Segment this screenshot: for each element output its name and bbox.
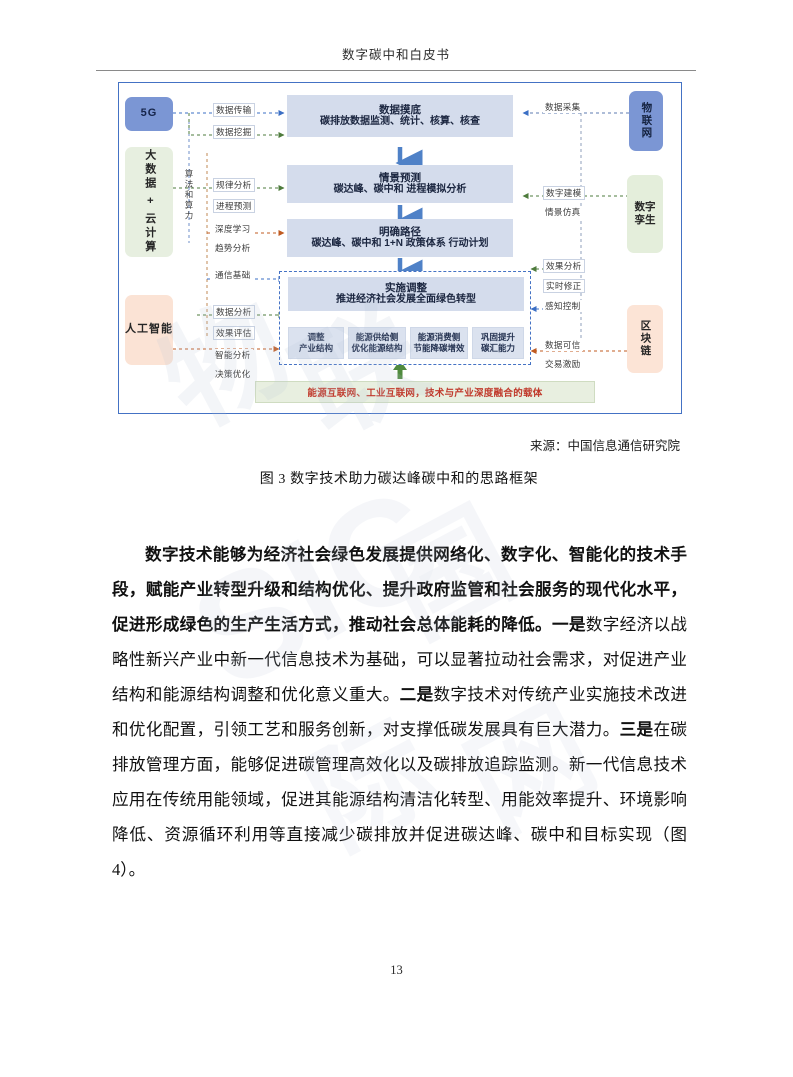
stage-clear-path[interactable]: 明确路径 碳达峰、碳中和 1+N 政策体系 行动计划	[287, 219, 513, 257]
implementation-container: 实施调整 推进经济社会发展全面绿色转型 调整 产业结构 能源供给侧 优化能源结构…	[279, 271, 531, 365]
header-divider	[96, 70, 696, 71]
stage-clear-path-title: 明确路径	[379, 225, 421, 238]
figure-source: 来源：中国信息通信研究院	[529, 439, 680, 453]
stage-scenario-forecast[interactable]: 情景预测 碳达峰、碳中和 进程模拟分析	[287, 165, 513, 203]
pillar-5g[interactable]: 5G	[125, 97, 173, 131]
paragraph-segment: 数字经济以战略性新兴产业中新一代信息技术为基础，可以显著拉动社会需求，对促进产业…	[112, 614, 688, 704]
sub-measure-line1: 调整	[307, 331, 325, 342]
edge-label-trade-incentive: 交易激励	[543, 358, 583, 370]
pillar-bigdata-cloud[interactable]: 大数据 + 云计算	[125, 147, 173, 257]
stage-data-survey[interactable]: 数据摸底 碳排放数据监测、统计、核算、核查	[287, 95, 513, 137]
figure-3-framework-diagram: 5G 大数据 + 云计算 人工智能 算法和算力 物联网 数字孪生 区块链 数据摸…	[118, 82, 682, 414]
edge-label-decision-optimization: 决策优化	[213, 368, 253, 380]
paragraph-segment: 一是	[551, 614, 586, 634]
sub-measure-line2: 节能降碳增效	[413, 343, 465, 353]
sub-measure-industry-structure[interactable]: 调整 产业结构	[288, 327, 344, 359]
stage-clear-path-detail: 碳达峰、碳中和 1+N 政策体系 行动计划	[311, 238, 489, 250]
sub-measure-line2: 碳汇能力	[480, 343, 515, 353]
stage-implement-adjust-title: 实施调整	[385, 281, 427, 294]
edge-label-deep-learning: 深度学习	[213, 223, 253, 235]
carrier-banner-label: 能源互联网、工业互联网，技术与产业深度融合的载体	[307, 388, 543, 399]
sub-measure-energy-consumption[interactable]: 能源消费侧 节能降碳增效	[410, 327, 468, 359]
pillar-iot[interactable]: 物联网	[629, 91, 663, 151]
pillar-ai[interactable]: 人工智能	[125, 295, 173, 365]
stage-scenario-forecast-detail: 碳达峰、碳中和 进程模拟分析	[333, 184, 467, 196]
pillar-bigdata-cloud-label: 大数据 + 云计算	[143, 149, 156, 255]
edge-label-data-collection: 数据采集	[543, 101, 583, 113]
edge-label-data-analysis: 数据分析	[213, 305, 255, 319]
edge-label-data-transfer: 数据传输	[213, 103, 255, 117]
edge-label-sensing-control: 感知控制	[543, 300, 583, 312]
sub-measure-line2: 优化能源结构	[351, 343, 403, 353]
stage-implement-adjust-detail: 推进经济社会发展全面绿色转型	[336, 294, 476, 306]
edge-label-data-mining: 数据挖掘	[213, 125, 255, 139]
pillar-5g-label: 5G	[140, 107, 158, 120]
sub-measure-line1: 能源消费侧	[417, 331, 461, 342]
sub-measure-carbon-sink[interactable]: 巩固提升 碳汇能力	[472, 327, 524, 359]
page-number: 13	[390, 963, 403, 977]
edge-label-effect-evaluation: 效果评估	[213, 326, 255, 340]
stage-data-survey-detail: 碳排放数据监测、统计、核算、核查	[320, 116, 480, 128]
edge-label-digital-modeling: 数字建模	[543, 186, 585, 200]
edge-label-trend-analysis: 趋势分析	[213, 242, 253, 254]
left-axis-label: 算法和算力	[184, 169, 194, 222]
pillar-blockchain-label: 区块链	[639, 320, 652, 358]
sub-measure-line1: 巩固提升	[480, 331, 515, 342]
edge-label-data-trust: 数据可信	[543, 339, 583, 351]
sub-measure-line2: 产业结构	[298, 343, 333, 353]
sub-measure-energy-supply[interactable]: 能源供给侧 优化能源结构	[348, 327, 406, 359]
edge-label-comm-infrastructure: 通信基础	[213, 269, 253, 281]
stage-implement-adjust[interactable]: 实施调整 推进经济社会发展全面绿色转型	[288, 277, 524, 311]
edge-label-pattern-analysis: 规律分析	[213, 178, 255, 192]
stage-scenario-forecast-title: 情景预测	[379, 171, 421, 184]
stage-data-survey-title: 数据摸底	[379, 103, 421, 116]
paragraph-segment: 二是	[399, 684, 434, 704]
pillar-digital-twin[interactable]: 数字孪生	[627, 175, 663, 253]
edge-label-effect-analysis: 效果分析	[543, 259, 585, 273]
pillar-blockchain[interactable]: 区块链	[627, 305, 663, 373]
running-header: 数字碳中和白皮书	[341, 48, 450, 62]
edge-label-scenario-simulation: 情景仿真	[543, 206, 583, 218]
paragraph-segment: 数字技术对传统产业实施技术改进和优化配置，引领工艺和服务创新，对支撑低碳发展具有…	[112, 684, 688, 739]
edge-label-smart-analysis: 智能分析	[213, 349, 253, 361]
carrier-banner[interactable]: 能源互联网、工业互联网，技术与产业深度融合的载体	[255, 381, 595, 403]
edge-label-process-forecast: 进程预测	[213, 199, 255, 213]
paragraph-segment: 三是	[619, 719, 654, 739]
body-paragraph: 数字技术能够为经济社会绿色发展提供网络化、数字化、智能化的技术手段，赋能产业转型…	[112, 537, 687, 887]
figure-caption: 图 3 数字技术助力碳达峰碳中和的思路框架	[259, 472, 539, 487]
paragraph-segment: 在碳排放管理方面，能够促进碳管理高效化以及碳排放追踪监测。新一代信息技术应用在传…	[112, 719, 687, 879]
pillar-digital-twin-label: 数字孪生	[634, 201, 656, 226]
edge-label-realtime-correction: 实时修正	[543, 279, 585, 293]
pillar-ai-label: 人工智能	[125, 323, 173, 336]
pillar-iot-label: 物联网	[640, 102, 653, 140]
sub-measure-line1: 能源供给侧	[355, 331, 399, 342]
paragraph-segment: 数字技术能够为经济社会绿色发展提供网络化、数字化、智能化的技术手段，赋能产业转型…	[112, 544, 687, 634]
